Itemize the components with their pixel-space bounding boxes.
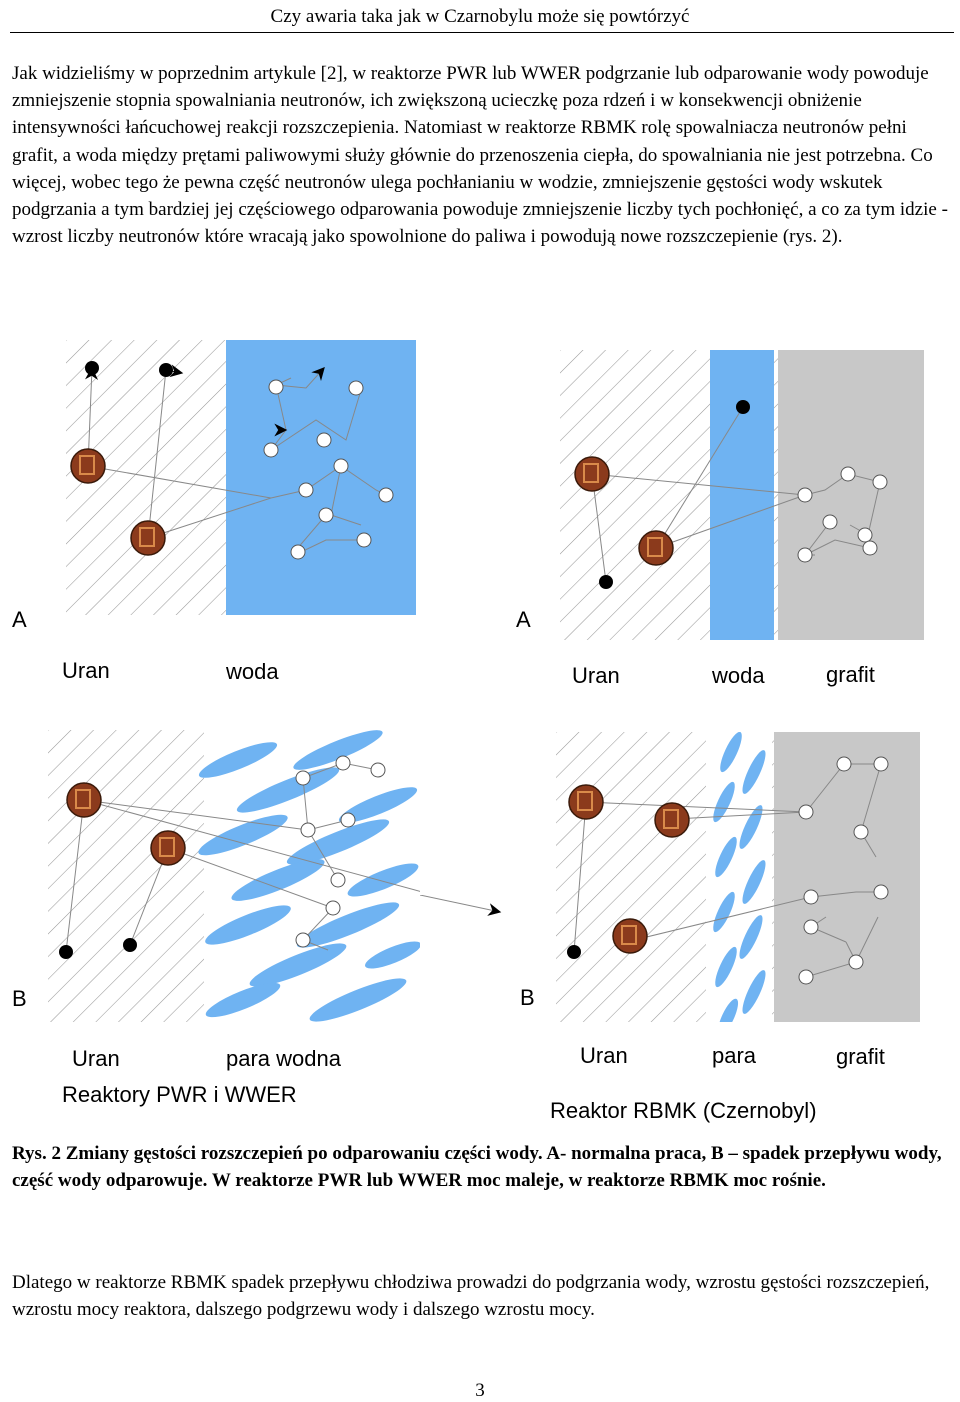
- escaping-neutron-arrow: [420, 895, 502, 916]
- page-number: 3: [475, 1380, 485, 1401]
- slow-neutron-dot: [857, 527, 873, 543]
- slow-neutron-dot: [340, 812, 356, 828]
- panel-b-pwr: [48, 730, 420, 1022]
- label-uran-tr: Uran: [572, 663, 620, 688]
- uranium-pellet: [150, 830, 186, 866]
- fast-neutron-dot: [599, 575, 613, 589]
- figure-caption: Rys. 2 Zmiany gęstości rozszczepień po o…: [12, 1143, 942, 1191]
- slow-neutron-dot: [348, 380, 364, 396]
- label-para-br: para: [712, 1043, 757, 1068]
- slow-neutron-dot: [798, 804, 814, 820]
- panel-b-rbmk: [556, 732, 920, 1022]
- uranium-pellet: [568, 784, 604, 820]
- slow-neutron-dot: [378, 487, 394, 503]
- steam-bubbles: [713, 732, 766, 1022]
- slow-neutron-dot: [356, 532, 372, 548]
- label-b-left: B: [12, 986, 27, 1011]
- label-a-left: A: [12, 607, 27, 632]
- label-a-right: A: [516, 607, 531, 632]
- slow-neutron-dot: [295, 932, 311, 948]
- uranium-pellet: [66, 782, 102, 818]
- slow-neutron-dot: [797, 487, 813, 503]
- slow-neutron-dot: [330, 872, 346, 888]
- slow-neutron-dot: [862, 540, 878, 556]
- fast-neutron-dot: [85, 361, 99, 375]
- slow-neutron-dot: [316, 432, 332, 448]
- slow-neutron-dot: [298, 482, 314, 498]
- uranium-pellet: [638, 530, 674, 566]
- slow-neutron-dot: [822, 514, 838, 530]
- water-channel: [710, 350, 774, 640]
- panel-a-pwr: [66, 340, 416, 615]
- slow-neutron-dot: [798, 969, 814, 985]
- label-reactor-rbmk: Reaktor RBMK (Czernobyl): [550, 1098, 817, 1123]
- slow-neutron-dot: [873, 884, 889, 900]
- water-region: [226, 340, 416, 615]
- panel-a-rbmk: [560, 350, 924, 640]
- slow-neutron-dot: [797, 547, 813, 563]
- uranium-pellet: [70, 448, 106, 484]
- label-grafit-tr: grafit: [826, 662, 875, 687]
- slow-neutron-dot: [848, 954, 864, 970]
- label-uran-tl: Uran: [62, 658, 110, 683]
- fast-neutron-dot: [123, 938, 137, 952]
- running-header: Czy awaria taka jak w Czarnobylu może si…: [270, 6, 690, 27]
- steam-bubbles: [198, 730, 420, 1022]
- slow-neutron-dot: [325, 900, 341, 916]
- uranium-pellet: [612, 918, 648, 954]
- slow-neutron-dot: [300, 822, 316, 838]
- slow-neutron-dot: [873, 756, 889, 772]
- label-uran-br: Uran: [580, 1043, 628, 1068]
- slow-neutron-dot: [263, 442, 279, 458]
- slow-neutron-dot: [335, 755, 351, 771]
- slow-neutron-dot: [268, 379, 284, 395]
- slow-neutron-dot: [803, 889, 819, 905]
- uranium-pellet: [654, 802, 690, 838]
- slow-neutron-dot: [370, 762, 386, 778]
- slow-neutron-dot: [836, 756, 852, 772]
- slow-neutron-dot: [803, 919, 819, 935]
- label-reactor-pwr: Reaktory PWR i WWER: [62, 1082, 297, 1107]
- label-woda-tr: woda: [712, 663, 765, 688]
- fast-neutron-dot: [59, 945, 73, 959]
- label-woda-tl: woda: [226, 659, 279, 684]
- label-b-right: B: [520, 985, 535, 1010]
- slow-neutron-dot: [333, 458, 349, 474]
- intro-paragraph: Jak widzieliśmy w poprzednim artykule [2…: [12, 63, 948, 248]
- uranium-pellet: [130, 520, 166, 556]
- uranium-pellet: [574, 456, 610, 492]
- label-grafit-br: grafit: [836, 1044, 885, 1069]
- closing-paragraph: Dlatego w reaktorze RBMK spadek przepływ…: [12, 1272, 930, 1321]
- label-uran-bl: Uran: [72, 1046, 120, 1071]
- graphite-region: [774, 732, 920, 1022]
- fast-neutron-dot: [736, 400, 750, 414]
- slow-neutron-dot: [290, 544, 306, 560]
- header-rule: [10, 32, 954, 33]
- slow-neutron-dot: [318, 507, 334, 523]
- slow-neutron-dot: [840, 466, 856, 482]
- slow-neutron-dot: [853, 824, 869, 840]
- label-para-wodna: para wodna: [226, 1046, 341, 1071]
- slow-neutron-dot: [295, 770, 311, 786]
- slow-neutron-dot: [872, 474, 888, 490]
- fast-neutron-dot: [567, 945, 581, 959]
